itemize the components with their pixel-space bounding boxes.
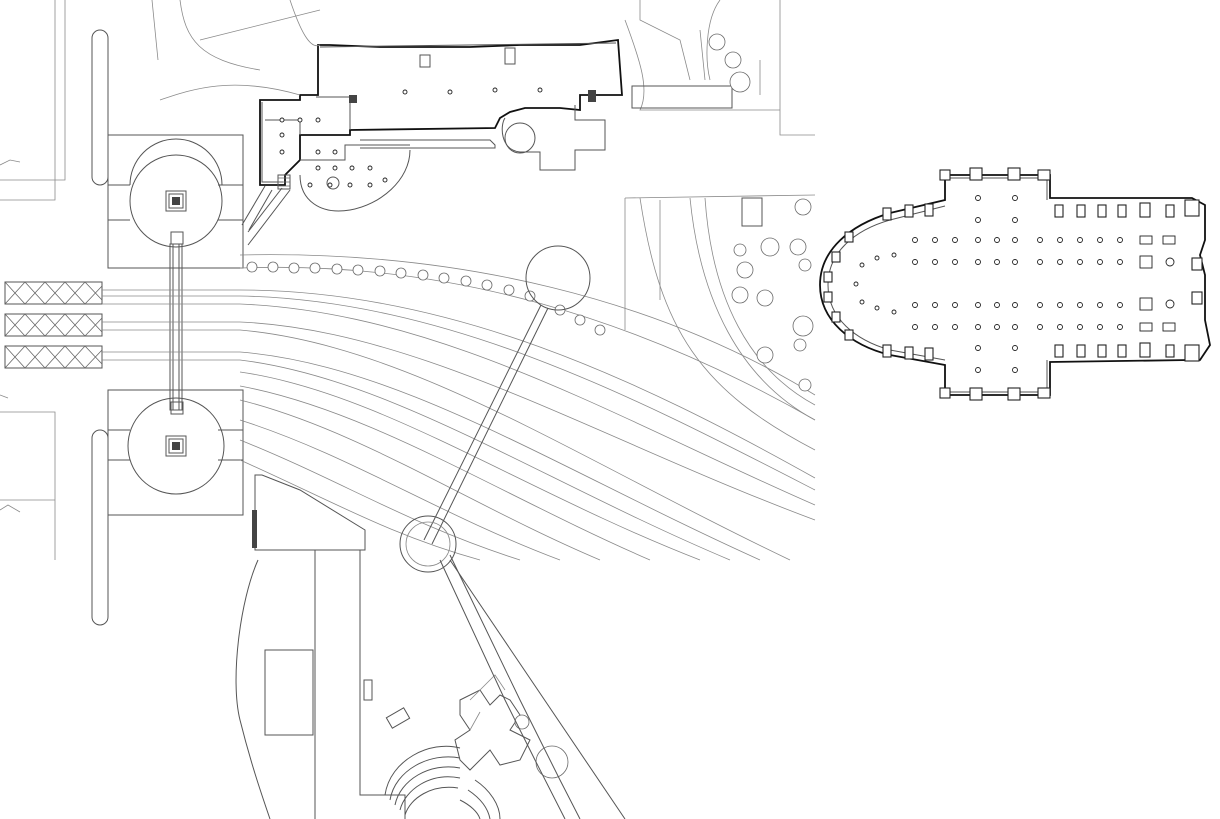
north-pavilion	[107, 134, 244, 269]
amphitheatre	[384, 554, 626, 819]
rail-tracks	[102, 254, 816, 561]
pedestrian-bridge	[169, 243, 183, 411]
north-building	[241, 38, 623, 246]
tree-row	[246, 261, 606, 336]
truss-boxes	[4, 281, 103, 369]
south-pavilion	[107, 389, 244, 516]
south-buildings	[235, 474, 411, 819]
tall-planter-bars	[91, 29, 109, 626]
cathedral-floor-plan	[819, 167, 1211, 401]
east-road-curves	[624, 194, 816, 451]
east-tree-cluster	[731, 197, 814, 392]
round-plaza-and-walkway	[399, 245, 591, 573]
north-east-elements	[151, 0, 815, 136]
west-street-lines	[0, 0, 66, 560]
